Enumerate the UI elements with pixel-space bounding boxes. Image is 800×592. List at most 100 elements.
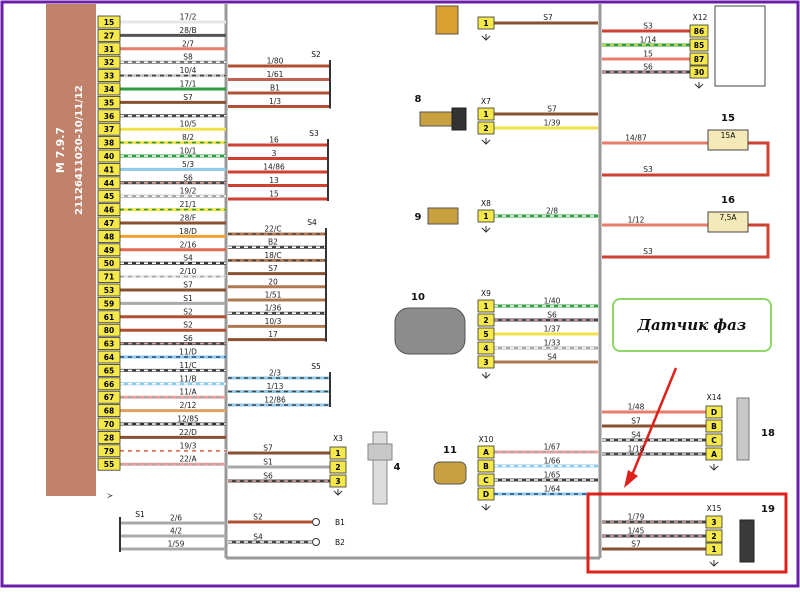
ecu-pin-33	[97, 457, 121, 471]
ecu-pin-18	[97, 256, 121, 270]
x15-pin-1	[705, 529, 723, 543]
x9-pin-0-label: 1	[483, 302, 488, 311]
x10-pin-3	[477, 487, 495, 501]
ecu-wire-label-13: 19/2	[180, 187, 197, 196]
ecu-pin-16-label: 48	[104, 232, 114, 241]
splice-s4-wire-label-3: S7	[268, 264, 278, 273]
ecu-pin-14	[97, 203, 121, 217]
ecu-wire-label-33: 22/A	[179, 455, 197, 464]
x9-wire-label-2: 1/37	[544, 325, 561, 334]
ecu-pin-22	[97, 310, 121, 324]
ecu-pin-33-label: 55	[104, 460, 114, 469]
sensor-4-head	[367, 443, 393, 461]
splice-s3-wire-label-1: 3	[272, 149, 277, 158]
ecu-pin-12	[97, 176, 121, 190]
ecu-pin-19-label: 71	[104, 273, 114, 282]
ecu-pin-1	[97, 28, 121, 42]
x14-label: X14	[707, 393, 722, 402]
splice-s4-wire-label-0: 22/C	[264, 225, 281, 234]
ecu-pin-0-label: 15	[104, 18, 114, 27]
ecu-pin-22-label: 61	[104, 313, 114, 322]
ecu-pin-2-label: 31	[104, 45, 114, 54]
ground-label-0: B1	[335, 518, 345, 527]
ecu-wire-label-2: 2/7	[182, 39, 194, 48]
sensor-top-body	[435, 5, 459, 35]
x10-pin-0	[477, 445, 495, 459]
ecu-wire-label-10: 10/1	[180, 147, 197, 156]
x12-ground	[694, 82, 704, 89]
sensor-10-body	[394, 307, 466, 355]
x9-ground	[481, 372, 491, 379]
x14-pin-1	[705, 419, 723, 433]
splice-s5-wire-label-1: 1/13	[267, 382, 284, 391]
sensor-4-body	[372, 431, 388, 505]
ecu-wire-label-4: 10/4	[180, 66, 197, 75]
ecu-pin-25	[97, 350, 121, 364]
splice-s1-wire-label-2: 1/59	[168, 540, 185, 549]
x10-label: X10	[479, 435, 494, 444]
ecu-pin-15-label: 47	[104, 219, 114, 228]
x8-ground	[481, 226, 491, 233]
x14-pin-2	[705, 433, 723, 447]
ecu-pin-3	[97, 55, 121, 69]
x15-wire-label-2: S7	[631, 540, 641, 549]
ecu-pin-13	[97, 189, 121, 203]
ecu-pin-8	[97, 122, 121, 136]
callout-arrow-line	[628, 367, 678, 481]
x12-pin-0	[689, 24, 709, 38]
ecu-wire-label-5: 17/1	[180, 80, 197, 89]
callout-arrow-head	[624, 470, 638, 488]
ecu-pin-20	[97, 283, 121, 297]
ecu-pin-15	[97, 216, 121, 230]
ecu-pin-20-label: 53	[104, 286, 114, 295]
x7-pin-0-label: 1	[483, 110, 488, 119]
x14-pin-0-label: D	[711, 408, 717, 417]
ecu-ground-mark: ≻	[107, 491, 113, 500]
ecu-wire-label-30: 12/85	[177, 415, 199, 424]
x15-ground	[709, 560, 719, 567]
splice-s4-label: S4	[307, 218, 317, 227]
splice-s1-label: S1	[135, 510, 145, 519]
x12-pin-0-label: 86	[694, 27, 704, 36]
ecu-part-number: 21126411020-10/11/12	[74, 85, 85, 215]
x14-wire-label-1: S7	[631, 417, 641, 426]
ecu-wire-label-16: 18/D	[179, 227, 197, 236]
sensor-8-body	[419, 111, 455, 127]
x12-pin-3	[689, 65, 709, 79]
x14-wire-label-0: 1/48	[628, 403, 645, 412]
x10-pin-2-label: C	[483, 476, 489, 485]
ecu-pin-9	[97, 136, 121, 150]
x12-wire-label-1: 1/14	[640, 36, 657, 45]
sensor-19-body	[739, 519, 755, 563]
x8-pin-0	[477, 209, 495, 223]
x10-wire-label-1: 1/66	[544, 457, 561, 466]
fuse15-number: 15	[721, 113, 735, 124]
x15-wire-label-1: 1/45	[628, 527, 645, 536]
sensor-8-plug	[451, 107, 467, 131]
fuse16-out-label: S3	[643, 247, 653, 256]
splice-s2-label: S2	[311, 50, 321, 59]
ecu-pin-17	[97, 243, 121, 257]
x7-pin-1	[477, 121, 495, 135]
ecu-pin-14-label: 46	[104, 206, 114, 215]
fuse15-in-label: 14/87	[625, 134, 647, 143]
components-layer	[46, 4, 788, 574]
ecu-body	[46, 4, 96, 496]
x12-label: X12	[693, 13, 708, 22]
splice-s3-wire-label-0: 16	[269, 136, 279, 145]
x12-pin-3-label: 30	[694, 68, 704, 77]
x12-pin-1-label: 85	[694, 41, 704, 50]
ground-terminal-1	[312, 538, 320, 546]
sensor-11-body	[433, 461, 467, 485]
ecu-pin-4-label: 33	[104, 72, 114, 81]
ecu-wire-label-0: 17/2	[180, 13, 197, 22]
ecu-pin-0	[97, 15, 121, 29]
x15-pin-0-label: 3	[711, 518, 716, 527]
x14-pin-2-label: C	[711, 436, 717, 445]
ecu-pin-23-label: 80	[104, 326, 114, 335]
x9-pin-4-label: 3	[483, 358, 488, 367]
x10-wire-label-0: 1/67	[544, 443, 561, 452]
